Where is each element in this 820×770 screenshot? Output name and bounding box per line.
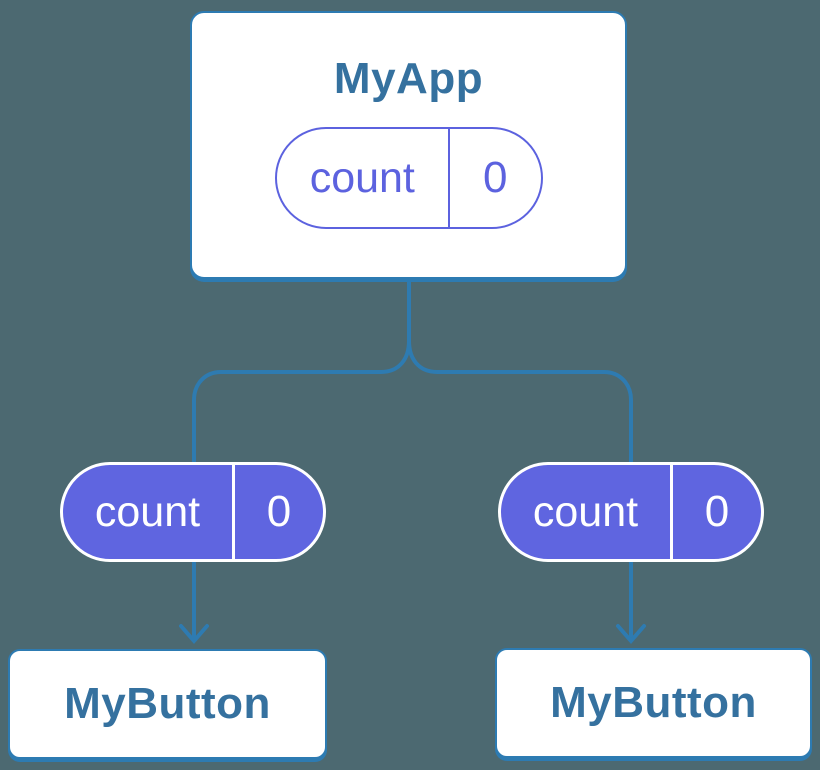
- prop-pill-right: count 0: [498, 462, 764, 562]
- state-pill-value: 0: [483, 153, 508, 202]
- connector-branch-right: [407, 340, 633, 640]
- prop-pill-left-value: 0: [266, 487, 292, 536]
- pill-divider: [670, 465, 673, 559]
- arrowhead-right-icon: [616, 624, 646, 645]
- myapp-node: MyApp count 0: [190, 11, 627, 279]
- state-pill: count 0: [274, 127, 543, 229]
- connector-branch-left: [192, 340, 411, 640]
- prop-pill-left: count 0: [60, 462, 326, 562]
- arrowhead-left-icon: [179, 624, 209, 645]
- mybutton-node-right: MyButton: [495, 648, 812, 758]
- prop-pill-right-value: 0: [704, 487, 730, 536]
- node-title-myapp: MyApp: [333, 54, 484, 103]
- state-pill-name: count: [309, 153, 415, 202]
- pill-divider: [232, 465, 235, 559]
- node-title-mybutton-left: MyButton: [64, 679, 271, 728]
- prop-pill-left-name: count: [94, 487, 201, 536]
- prop-pill-right-name: count: [532, 487, 639, 536]
- pill-divider: [448, 129, 451, 227]
- mybutton-node-left: MyButton: [8, 649, 327, 759]
- node-title-mybutton-right: MyButton: [550, 678, 757, 727]
